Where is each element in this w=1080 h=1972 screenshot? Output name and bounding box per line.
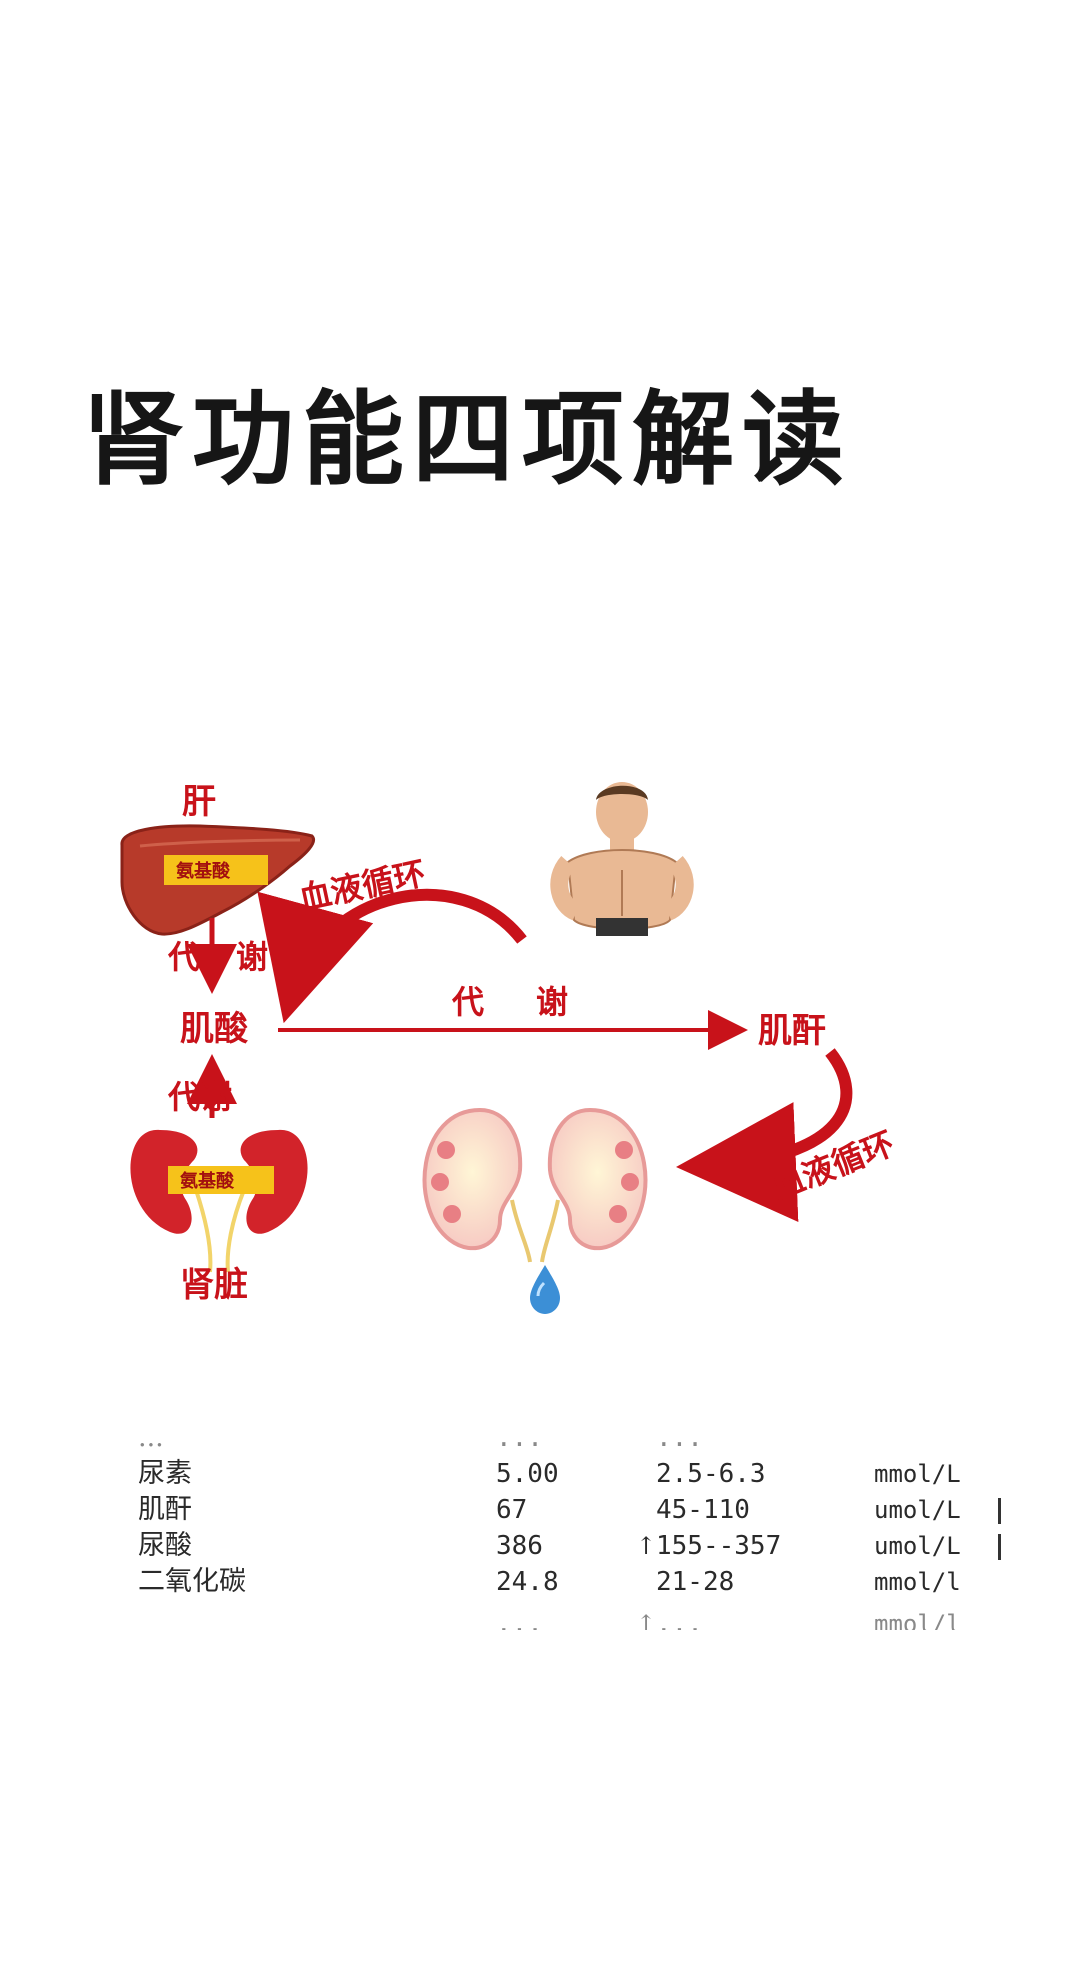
report-value: ... xyxy=(496,1609,543,1630)
page-title: 肾功能四项解读 xyxy=(82,381,852,500)
report-unit: mmol/l xyxy=(874,1568,961,1596)
report-value: 5.00 xyxy=(496,1459,559,1489)
muscle-man-icon xyxy=(550,782,694,936)
liver-amino-label: 氨基酸 xyxy=(176,860,231,882)
liver-amino-box xyxy=(164,855,268,885)
creatine-label: 肌酸 xyxy=(180,1009,249,1049)
report-value: 386 xyxy=(496,1531,543,1561)
report-range: 155--357 xyxy=(656,1531,782,1561)
report-edge-mark xyxy=(998,1534,1001,1560)
report-unit: umol/L xyxy=(874,1532,961,1560)
metab-down-char2: 谢 xyxy=(236,938,268,976)
kidney-amino-label: 氨基酸 xyxy=(180,1170,235,1192)
report-row: 尿素 5.00 2.5-6.3 mmol/L xyxy=(0,1456,1080,1492)
metab-horizontal-char2: 谢 xyxy=(536,983,568,1021)
kidney-icon xyxy=(130,1129,308,1273)
kidney-amino-box xyxy=(168,1166,274,1194)
creatinine-label: 肌酐 xyxy=(758,1011,826,1051)
report-range: ... xyxy=(656,1440,703,1456)
report-name: 二氧化碳 xyxy=(138,1566,246,1597)
report-range: ... xyxy=(656,1609,703,1630)
report-name: 尿素 xyxy=(138,1458,192,1489)
metab-up-label: 代谢 xyxy=(167,1078,232,1116)
report-row-partial-bottom: ... ↑ ... mmol/l xyxy=(0,1606,1080,1630)
liver-label: 肝 xyxy=(182,782,216,822)
urine-drop-icon xyxy=(530,1265,560,1314)
kidney-cross-section-icon xyxy=(422,1107,648,1263)
report-row: 尿酸 386 ↑ 155--357 umol/L xyxy=(0,1528,1080,1564)
report-unit: umol/L xyxy=(874,1496,961,1524)
report-value: 24.8 xyxy=(496,1567,559,1597)
report-range: 2.5-6.3 xyxy=(656,1459,766,1489)
report-unit: mmol/L xyxy=(874,1460,961,1488)
report-range: 21-28 xyxy=(656,1567,735,1597)
report-row: 二氧化碳 24.8 21-28 mmol/l xyxy=(0,1564,1080,1600)
metab-horizontal-char1: 代 xyxy=(451,983,484,1021)
lab-report-excerpt: ... ... ... 尿素 5.00 2.5-6.3 mmol/L 肌酐 67… xyxy=(0,1440,1080,1630)
report-name: 肌酐 xyxy=(138,1494,192,1525)
report-row-partial-top: ... ... ... xyxy=(0,1440,1080,1456)
report-range: 45-110 xyxy=(656,1495,750,1525)
kidney-label: 肾脏 xyxy=(180,1265,248,1305)
report-row: 肌酐 67 45-110 umol/L xyxy=(0,1492,1080,1528)
report-name: ... xyxy=(138,1440,164,1456)
report-unit: mmol/l xyxy=(874,1610,961,1630)
blood-circulation-label-2: 血液循环 xyxy=(767,1124,900,1207)
report-edge-mark xyxy=(998,1498,1001,1524)
report-name: 尿酸 xyxy=(138,1530,192,1561)
report-flag: ↑ xyxy=(636,1610,657,1630)
metab-down-char1: 代 xyxy=(167,938,200,976)
report-value: ... xyxy=(496,1440,543,1456)
report-value: 67 xyxy=(496,1495,528,1525)
creatinine-metabolism-diagram: 肝 氨基酸 代 谢 肌酸 代 谢 肌酐 血液循环 代谢 氨基酸 肾脏 xyxy=(120,782,900,1314)
arrow-creatinine-to-kidney xyxy=(676,1048,853,1222)
report-flag: ↑ xyxy=(636,1532,657,1560)
arrow-muscle-to-creatine xyxy=(257,888,527,1024)
